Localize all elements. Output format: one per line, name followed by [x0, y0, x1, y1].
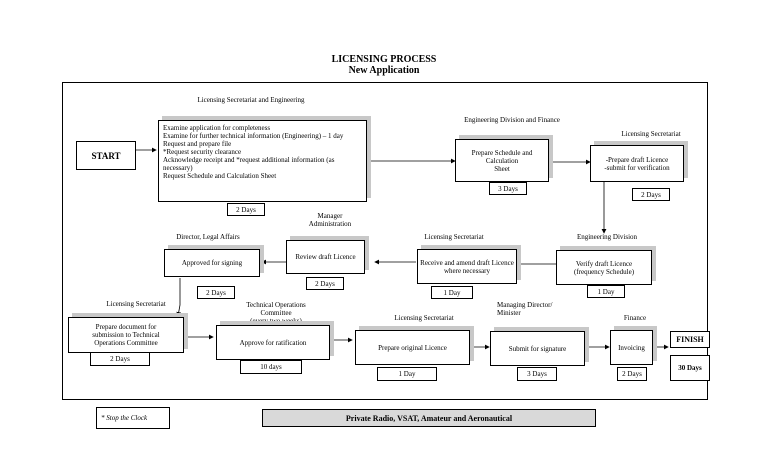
label-manager-administration: Manager Administration — [308, 212, 352, 228]
task-prepare-original-licence: Prepare original Licence — [355, 330, 470, 365]
task-submit-for-signature: Submit for signature — [490, 331, 585, 366]
task-review-draft-licence: Review draft Licence — [286, 240, 365, 274]
duration-examine: 2 Days — [227, 203, 265, 216]
duration-review: 2 Days — [306, 277, 344, 290]
label-managing-director-minister: Managing Director/ Minister — [497, 301, 553, 317]
label-licensing-secretariat-1: Licensing Secretariat — [621, 130, 681, 138]
label-licensing-secretariat-3: Licensing Secretariat — [106, 300, 166, 308]
task-approved-for-signing: Approved for signing — [164, 249, 260, 277]
duration-prepare-original: 1 Day — [377, 367, 437, 381]
duration-verify: 1 Day — [587, 285, 625, 298]
label-finance: Finance — [623, 314, 647, 322]
start-node: START — [76, 141, 136, 170]
label-licensing-secretariat-engineering: Licensing Secretariat and Engineering — [197, 96, 305, 104]
duration-approve-ratification: 10 days — [240, 360, 302, 374]
task-verify-draft-licence: Verify draft Licence (frequency Schedule… — [556, 250, 652, 285]
finish-node: FINISH — [670, 331, 710, 348]
label-engineering-finance: Engineering Division and Finance — [464, 116, 560, 124]
task-receive-amend-draft: Receive and amend draft Licence where ne… — [417, 249, 517, 284]
duration-submit-signature: 3 Days — [517, 367, 557, 381]
diagram-title: LICENSING PROCESS — [331, 54, 437, 65]
task-prepare-draft-licence: -Prepare draft Licence -submit for verif… — [590, 145, 684, 182]
duration-invoicing: 2 Days — [617, 367, 647, 381]
label-director-legal-affairs: Director, Legal Affairs — [176, 233, 240, 241]
task-examine-application: Examine application for completeness Exa… — [158, 120, 367, 202]
label-licensing-secretariat-2: Licensing Secretariat — [424, 233, 484, 241]
duration-receive: 1 Day — [431, 286, 473, 299]
process-frame — [62, 82, 708, 400]
stop-the-clock-note: * Stop the Clock — [96, 407, 170, 429]
duration-draft: 2 Days — [632, 188, 670, 201]
task-prepare-toc-document: Prepare document for submission to Techn… — [68, 317, 184, 353]
duration-finish-total: 30 Days — [670, 355, 710, 381]
service-category-banner: Private Radio, VSAT, Amateur and Aeronau… — [262, 409, 596, 427]
task-prepare-schedule: Prepare Schedule and Calculation Sheet — [455, 139, 549, 182]
duration-prepare-doc: 2 Days — [90, 352, 150, 366]
label-technical-operations-committee: Technical Operations Committee (every tw… — [246, 301, 306, 325]
duration-approve-sign: 2 Days — [197, 286, 235, 299]
label-engineering-division: Engineering Division — [576, 233, 638, 241]
task-invoicing: Invoicing — [610, 330, 653, 365]
task-approve-ratification: Approve for ratification — [216, 325, 330, 360]
diagram-subtitle: New Application — [348, 65, 420, 76]
duration-schedule: 3 Days — [489, 182, 527, 195]
label-licensing-secretariat-4: Licensing Secretariat — [394, 314, 454, 322]
